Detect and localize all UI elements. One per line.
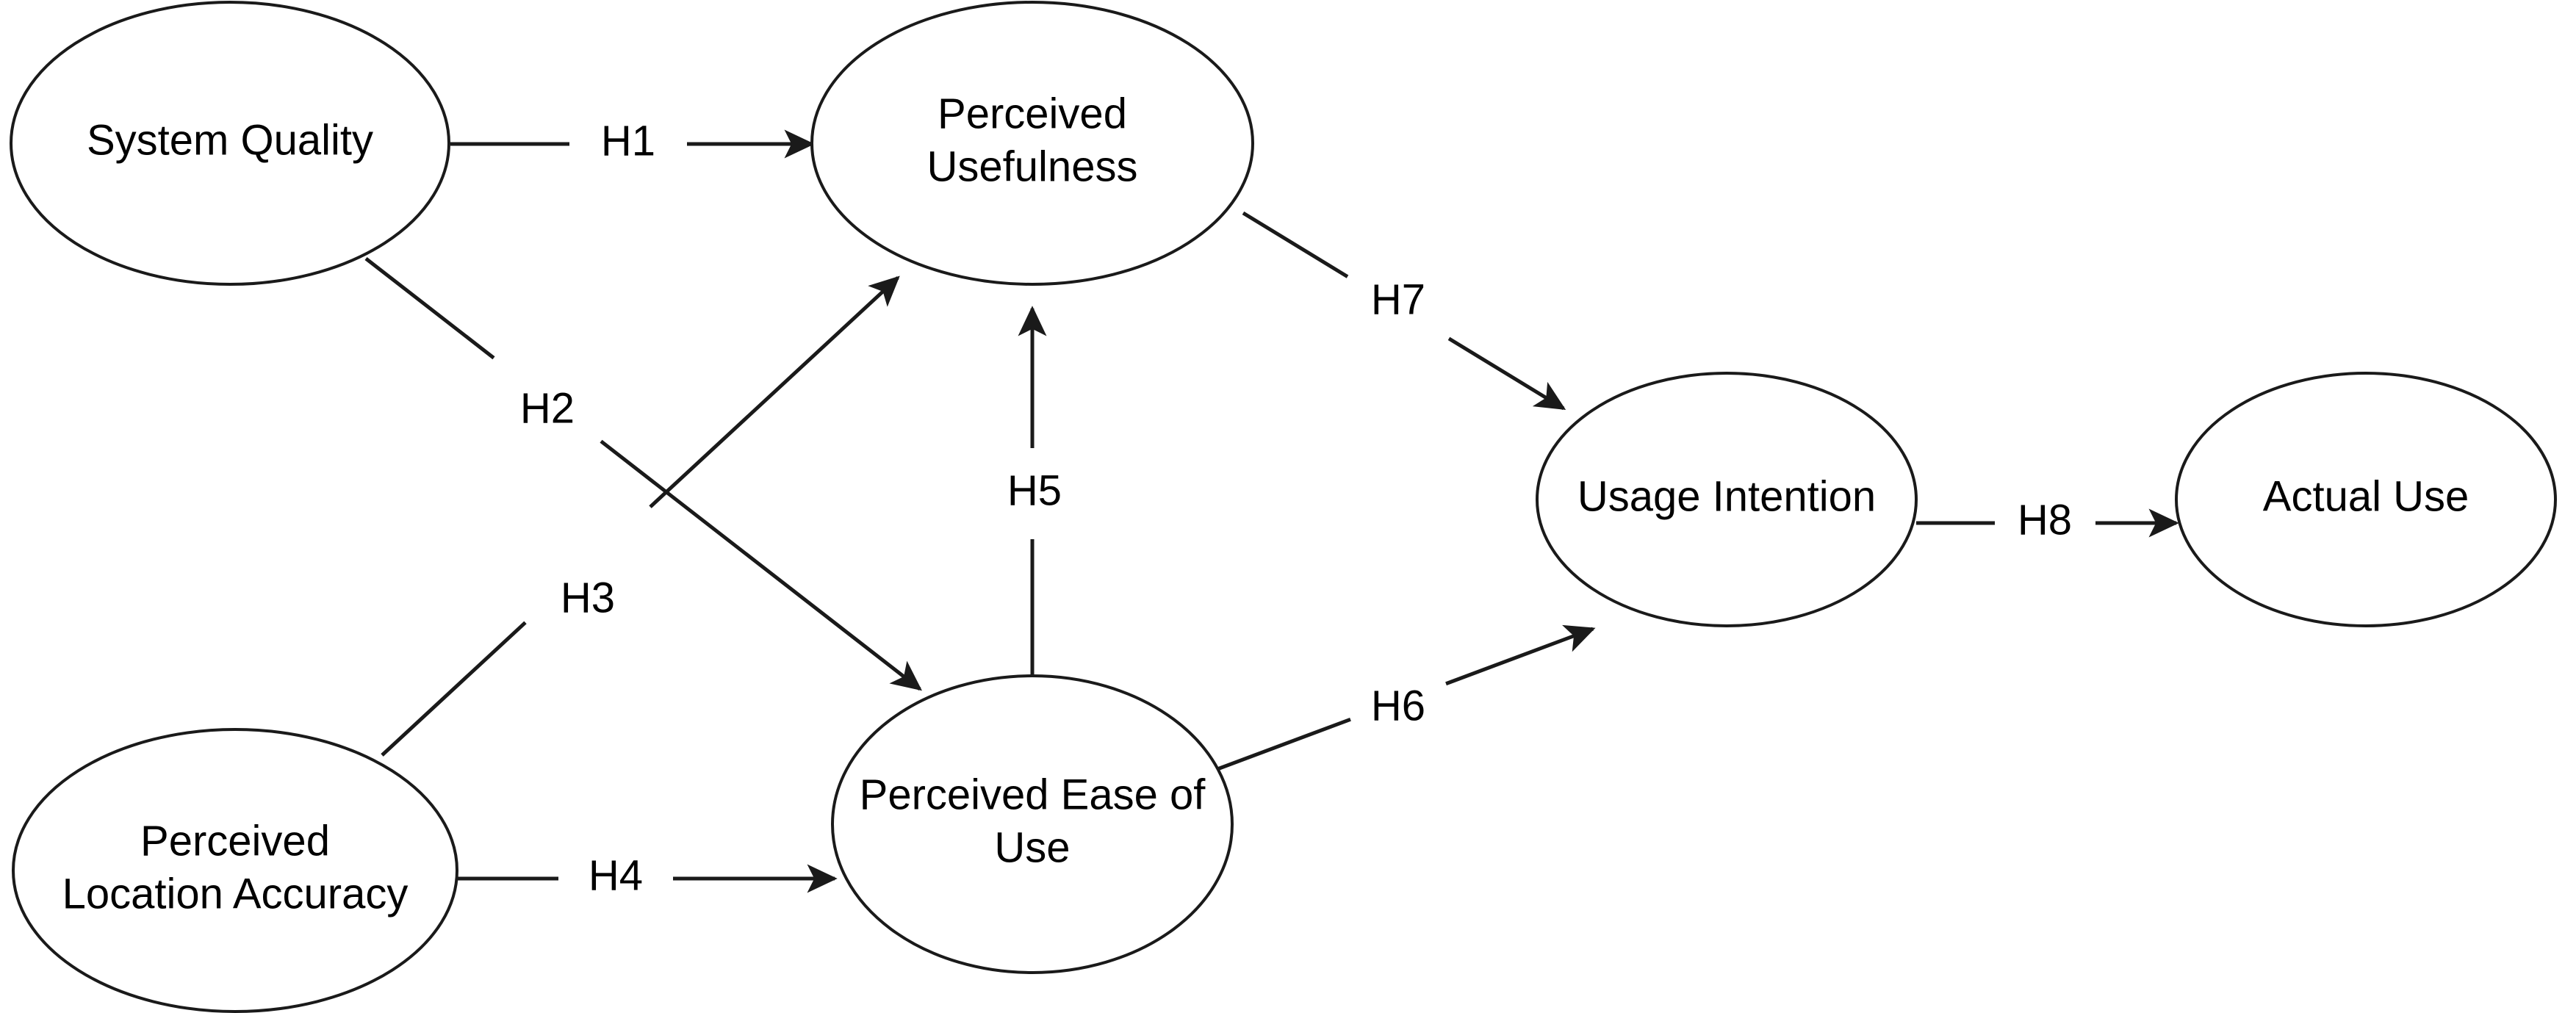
node-label-system-quality: System Quality [87, 116, 373, 164]
edge-label-h1: H1 [601, 117, 655, 165]
node-perceived-ease-of-use[interactable]: Perceived Ease of Use [831, 674, 1234, 974]
edge-label-h7: H7 [1371, 275, 1425, 323]
node-actual-use[interactable]: Actual Use [2175, 372, 2557, 627]
node-label-perceived-location-accuracy-line2: Location Accuracy [62, 870, 409, 918]
edge-h3 [381, 275, 900, 757]
edge-label-h6: H6 [1371, 682, 1425, 729]
node-label-perceived-usefulness: Perceived [938, 90, 1127, 137]
node-system-quality[interactable]: System Quality [10, 1, 450, 286]
node-shape-usage-intention[interactable] [1536, 372, 1918, 627]
edge-label-h8: H8 [2018, 496, 2072, 544]
node-shape-perceived-location-accuracy[interactable] [12, 728, 458, 1013]
node-label-perceived-usefulness-line2: Usefulness [927, 143, 1138, 190]
node-label-perceived-ease-of-use: Perceived Ease of [860, 771, 1206, 818]
node-label-actual-use: Actual Use [2263, 472, 2469, 520]
node-shape-system-quality[interactable] [10, 1, 450, 286]
node-shape-perceived-ease-of-use[interactable] [831, 674, 1234, 974]
edge-h2 [364, 257, 922, 691]
edge-label-h2: H2 [520, 384, 575, 432]
edge-h7 [1242, 211, 1566, 411]
node-shape-actual-use[interactable] [2175, 372, 2557, 627]
node-usage-intention[interactable]: Usage Intention [1536, 372, 1918, 627]
node-label-perceived-ease-of-use-line2: Use [994, 823, 1070, 871]
edge-label-h5: H5 [1007, 466, 1062, 514]
edge-label-h3: H3 [561, 574, 615, 621]
edge-label-h4: H4 [589, 851, 643, 899]
node-label-perceived-location-accuracy: Perceived [140, 817, 330, 865]
node-label-usage-intention: Usage Intention [1577, 472, 1876, 520]
node-shape-perceived-usefulness[interactable] [810, 1, 1254, 286]
